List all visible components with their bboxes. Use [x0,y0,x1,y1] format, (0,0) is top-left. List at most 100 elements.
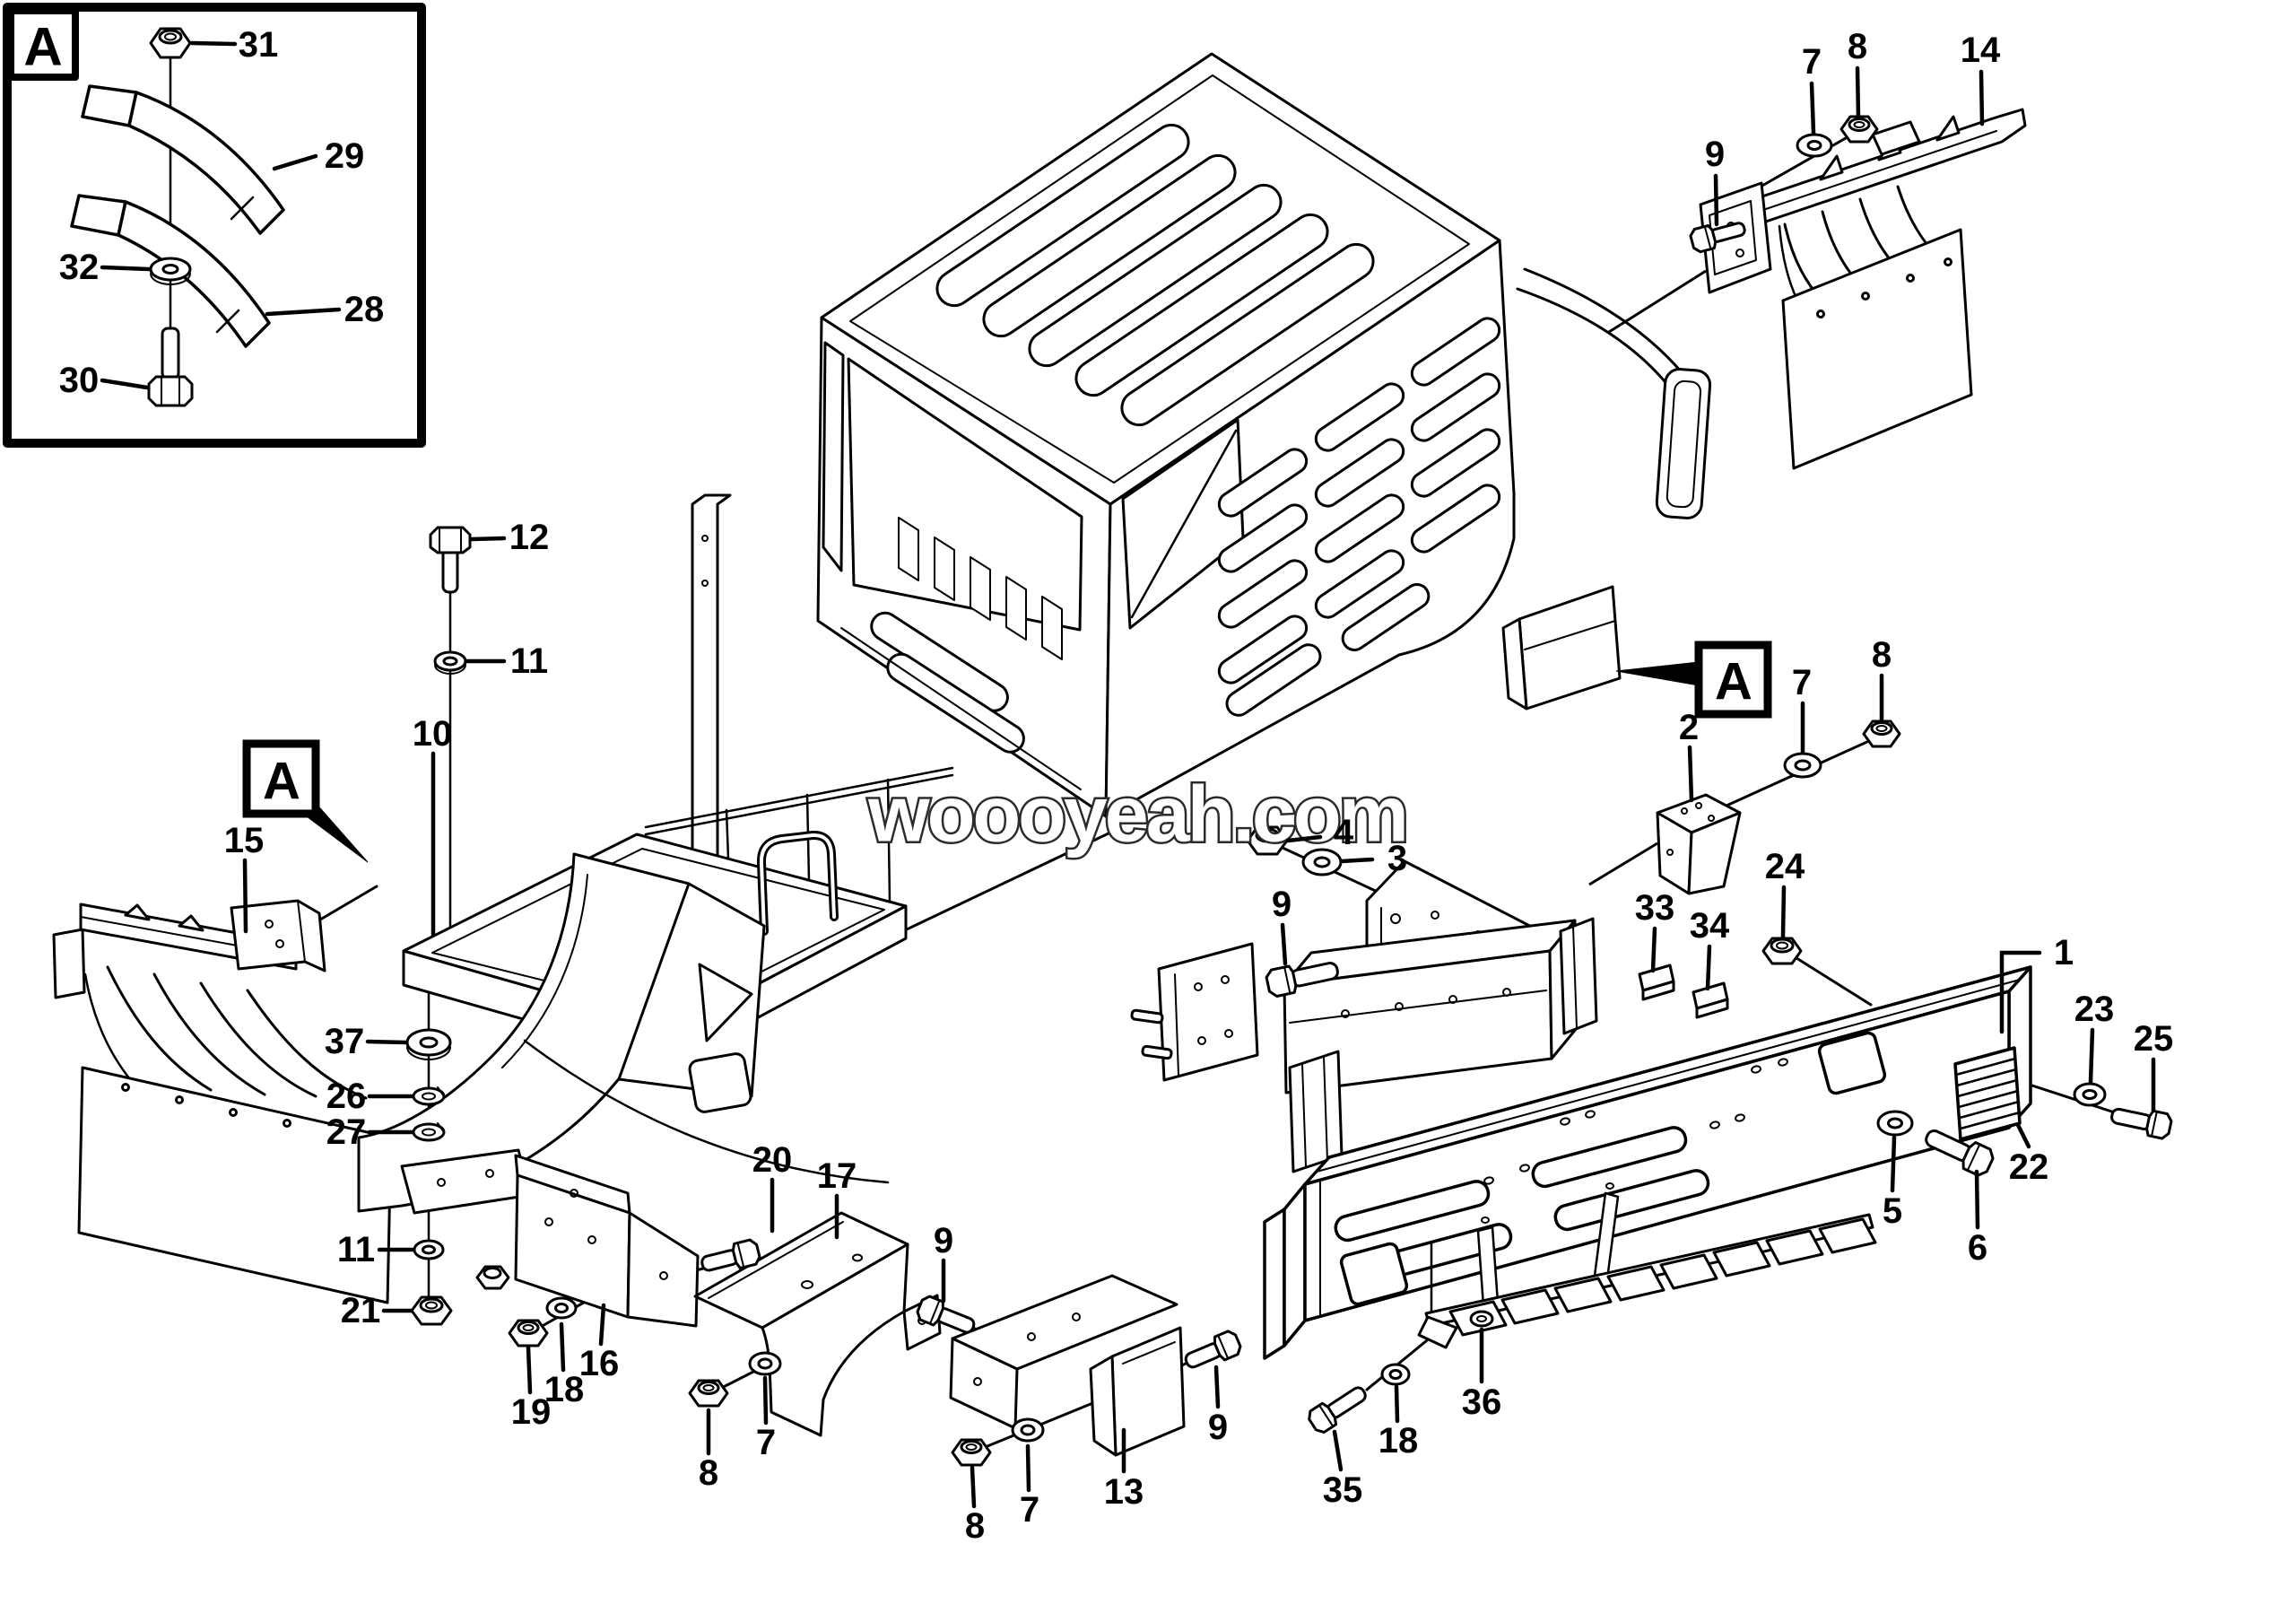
cab-assembly [816,52,1712,818]
part-label-9: 9 [1705,135,1725,174]
hex-bolt-9f [1265,962,1339,998]
part-label-18: 18 [544,1370,585,1409]
flat-washer-32 [149,257,192,285]
inset-detail-box: A [3,3,426,448]
leader-line [1285,834,1323,843]
leader-line [1713,173,1719,227]
part-label-32: 32 [59,248,100,287]
grille-louver [1217,559,1309,629]
flat-washer-18r [1380,1363,1411,1386]
hex-bolt-9r [1184,1330,1242,1369]
part-label-31: 31 [239,25,279,65]
bar-gusset [124,903,151,921]
leader-line [189,40,238,47]
flat-washer-37 [405,1028,452,1060]
hex-nut-8b [951,1438,992,1467]
hex-nut-small [475,1265,510,1290]
bracket-16 [514,1154,700,1328]
part-label-23: 23 [2074,990,2115,1029]
leader-line [1974,1169,1980,1230]
leader-line [1332,1429,1344,1472]
part-label-11: 11 [337,1230,375,1269]
hex-bolt-12 [429,526,472,594]
roof-rib [1074,213,1329,397]
part-label-21: 21 [341,1291,381,1330]
part-label-1: 1 [2054,933,2074,972]
step-plate [1553,1277,1613,1313]
flat-washer-18 [545,1296,578,1320]
part-label-24: 24 [1765,847,1805,886]
leader-line [970,1465,977,1509]
grille-louver [1314,549,1405,619]
part-label-8: 8 [699,1453,718,1493]
mudflap-assembly-right [1689,108,2027,470]
interior-slat [1005,576,1027,641]
leader-line [2015,1122,2031,1149]
step-plate [1659,1253,1718,1290]
mudflap-assembly-left [52,885,393,1304]
flat-washer-7 [748,1351,782,1376]
hex-nut-8 [688,1379,729,1408]
strap-28 [70,194,271,348]
bracket-13 [949,1274,1186,1457]
grille-louver [1410,428,1501,498]
part-label-17: 17 [817,1156,857,1196]
part-label-22: 22 [2009,1147,2049,1187]
step-plate [1606,1265,1665,1302]
bracket-2 [1656,793,1742,895]
mounting-brackets [508,1154,1242,1467]
leader-line [1394,1384,1400,1424]
bumper-slot [1334,1180,1491,1243]
rear-post [691,493,732,901]
plate-hole [1817,1031,1887,1095]
leader-line [272,153,318,171]
flat-washer-11 [433,650,467,675]
hex-bolt-6 [1925,1129,1995,1177]
callout-a-right: A [1615,641,1772,719]
leader-line [1855,65,1861,119]
grille-louver [1410,372,1501,442]
spring-washer-27 [412,1122,446,1142]
part-label-36: 36 [1462,1382,1502,1422]
part-label-3: 3 [1387,839,1407,878]
part-label-8: 8 [965,1506,985,1546]
strap-29 [81,84,285,235]
spring-washer-26 [412,1086,446,1106]
left-bracket-plate [1157,942,1259,1082]
wheel-arch-line [523,1039,890,1184]
hex-nut-8 [1839,115,1879,144]
leader-line [1280,922,1288,966]
clamp-block [1871,120,1921,156]
part-label-30: 30 [59,361,100,400]
part-label-10: 10 [413,714,453,754]
part-label-29: 29 [325,136,365,176]
callout-a-right-label: A [1715,653,1752,711]
roof-rib [935,123,1190,308]
grille-louver [1217,503,1309,573]
mud-flap-sheet [77,1066,393,1304]
part-label-9: 9 [1272,885,1292,924]
cab-bumper-corner [1501,585,1622,711]
part-label-19: 19 [511,1392,552,1432]
leader-line [265,307,342,317]
hex-nut-21 [410,1295,453,1326]
part-label-37: 37 [325,1022,365,1061]
flat-washer-23 [2073,1082,2107,1107]
leader-line [762,1375,769,1426]
hex-bolt-9 [1689,222,1746,254]
fender-assembly [357,852,890,1326]
lower-vent-slot [1341,583,1431,651]
interior-slat [970,556,991,621]
leader-line [598,1303,606,1347]
lower-vent-slot [1225,643,1322,717]
hex-bolt-25 [2110,1107,2173,1140]
part-label-12: 12 [509,518,550,557]
watermark-text: woooyeah.com [867,770,1406,859]
part-label-9: 9 [934,1221,953,1260]
grille-louver [1314,382,1405,452]
bar-gusset [1935,115,1961,142]
part-label-8: 8 [1872,635,1892,675]
part-label-7: 7 [1792,663,1812,702]
